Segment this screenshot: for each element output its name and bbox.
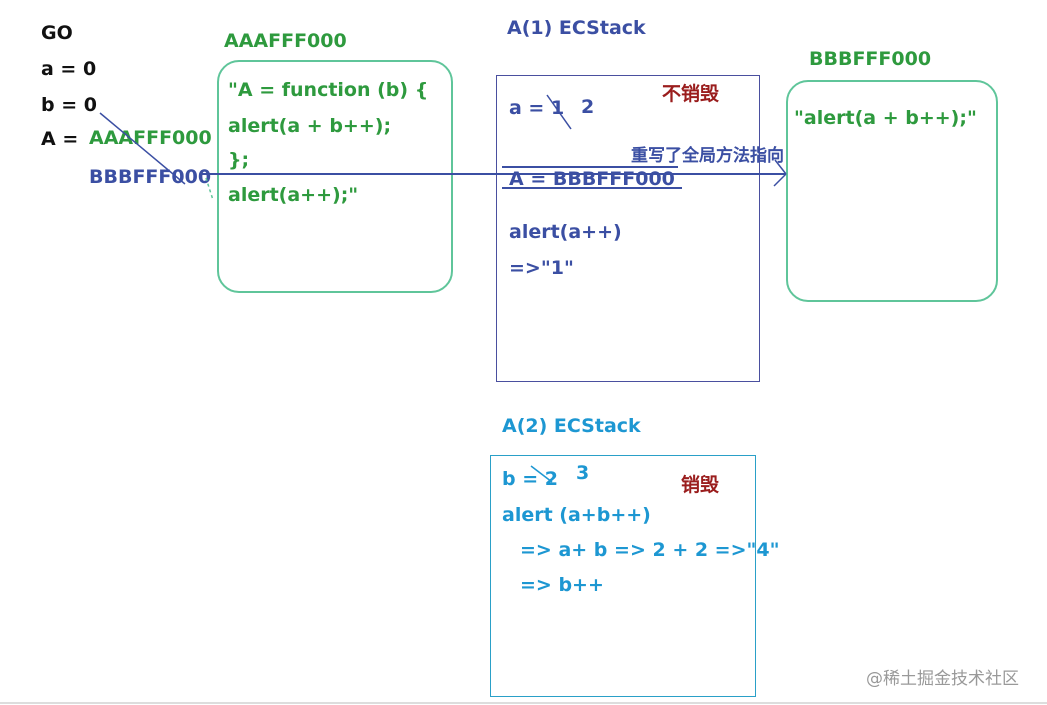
heap1-box — [217, 60, 453, 293]
cross-out-b-value — [530, 465, 553, 483]
ecstack2-step2: => b++ — [520, 574, 604, 596]
global-var-A-label: A = — [41, 128, 79, 150]
ecstack2-alert: alert (a+b++) — [502, 504, 651, 526]
ecstack2-var-b-new-value: 3 — [576, 462, 590, 484]
heap2-address: BBBFFF000 — [809, 48, 932, 70]
heap1-address: AAAFFF000 — [224, 30, 347, 52]
cross-out-global-A — [99, 112, 186, 185]
global-var-a: a = 0 — [41, 58, 97, 80]
watermark: @稀土掘金技术社区 — [866, 669, 1019, 689]
ecstack2-title: A(2) ECStack — [502, 415, 641, 437]
ecstack1-status: 不销毁 — [662, 83, 720, 105]
ecstack2-step1: => a+ b => 2 + 2 =>"4" — [520, 539, 780, 561]
ecstack1-alert: alert(a++) — [509, 221, 622, 243]
cross-out-a-value — [546, 94, 572, 130]
ecstack1-var-a-new-value: 2 — [581, 96, 595, 118]
ecstack2-var-b: b = 2 — [502, 468, 558, 490]
heap1-code-line: }; — [228, 149, 250, 171]
ecstack1-box — [496, 75, 760, 382]
heap1-code-line: alert(a++);" — [228, 184, 359, 206]
global-var-A-new-address: BBBFFF000 — [89, 166, 212, 188]
ecstack1-var-a: a = 1 — [509, 97, 565, 119]
ecstack1-rewrite-note: 重写了全局方法指向 — [631, 146, 784, 166]
ecstack1-strike-line — [502, 166, 678, 168]
ecstack2-box — [490, 455, 756, 697]
pointer-arrow-tick — [773, 173, 787, 187]
ecstack1-result: =>"1" — [509, 257, 574, 279]
heap2-box — [786, 80, 998, 302]
pointer-tick — [205, 177, 214, 201]
heap2-code-line: "alert(a + b++);" — [794, 107, 977, 129]
pointer-arrow-tick — [774, 159, 787, 175]
heap1-code-line: "A = function (b) { — [228, 79, 429, 101]
global-var-A-old-address: AAAFFF000 — [89, 127, 212, 149]
global-var-b: b = 0 — [41, 94, 97, 116]
ecstack2-status: 销毁 — [681, 474, 720, 496]
ecstack1-underline — [502, 187, 682, 189]
global-object-title: GO — [41, 22, 73, 44]
heap1-code-line: alert(a + b++); — [228, 115, 392, 137]
ecstack1-title: A(1) ECStack — [507, 17, 646, 39]
